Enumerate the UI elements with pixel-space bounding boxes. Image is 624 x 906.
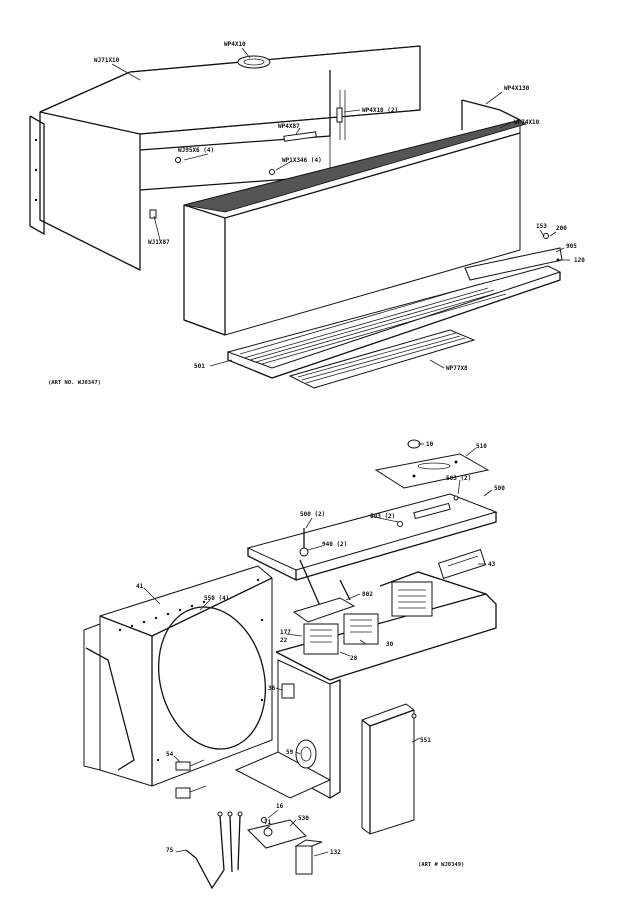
control-box — [234, 659, 341, 799]
part-label: WP4X10 (2) — [362, 107, 398, 114]
part-label: 500 — [494, 485, 505, 492]
part-label: 132 — [330, 849, 341, 856]
lower-leaders — [143, 443, 493, 857]
control-shelf — [246, 493, 498, 607]
lower-labels: 10 510 500 503 (2) 503 (2) 500 (2) 940 (… — [136, 441, 505, 868]
part-label: 22 — [280, 637, 288, 644]
access-door — [361, 703, 417, 835]
part-label: 510 — [476, 443, 487, 450]
part-label: WP4X130 — [504, 85, 530, 92]
upper-assembly: WJ71X10 WP4X10 WP4X10 (2) WP4X87 WJ95X6 … — [29, 41, 585, 389]
part-label: WP4X87 — [278, 123, 300, 130]
part-label: 41 — [136, 583, 144, 590]
part-label: 71 — [264, 819, 272, 826]
part-label: 200 — [556, 225, 567, 232]
fan-shroud — [83, 565, 273, 787]
part-label: WJ71X10 — [94, 57, 120, 64]
part-label: WP74X10 — [514, 119, 540, 126]
part-label: 177 — [280, 629, 291, 636]
part-label: 550 (4) — [204, 595, 229, 602]
part-label: 28 — [350, 655, 358, 662]
part-label: 501 — [194, 363, 205, 370]
art-number-caption: (ART NO. WJ0347) — [48, 380, 101, 386]
bottom-grille — [226, 233, 570, 389]
part-label: 802 — [362, 591, 373, 598]
part-label: 59 — [286, 749, 294, 756]
part-label: 551 — [420, 737, 431, 744]
part-label: 43 — [488, 561, 496, 568]
cabinet-sleeve — [29, 45, 421, 271]
part-label: 503 (2) — [446, 475, 471, 482]
part-label: 36 — [268, 685, 276, 692]
lower-assembly: 10 510 500 503 (2) 503 (2) 500 (2) 940 (… — [83, 439, 505, 890]
part-label: WP4X10 — [224, 41, 246, 48]
part-label: 120 — [574, 257, 585, 264]
art-number-caption: (ART # WJ0349) — [418, 862, 464, 868]
part-label: 10 — [426, 441, 434, 448]
front-cover-panel — [183, 99, 527, 336]
part-label: 30 — [386, 641, 394, 648]
small-parts — [175, 759, 207, 799]
part-label: 940 (2) — [322, 541, 347, 548]
terminal-block — [437, 548, 487, 580]
part-label: 905 — [566, 243, 577, 250]
power-cord — [185, 811, 243, 890]
part-label: WJ95X6 (4) — [178, 147, 214, 154]
part-label: 153 — [536, 223, 547, 230]
part-label: 530 — [298, 815, 309, 822]
part-label: 75 — [166, 847, 174, 854]
part-label: WP1X346 (4) — [282, 157, 322, 164]
part-label: 503 (2) — [370, 513, 395, 520]
part-label: 500 (2) — [300, 511, 325, 518]
upper-labels: WJ71X10 WP4X10 WP4X10 (2) WP4X87 WJ95X6 … — [48, 41, 585, 386]
part-label: 16 — [276, 803, 284, 810]
upper-leaders — [111, 47, 565, 369]
part-label: 54 — [166, 751, 174, 758]
base-pan — [275, 571, 497, 681]
part-label: WP77X8 — [446, 365, 468, 372]
part-label: WJ1X87 — [148, 239, 170, 246]
cord-bracket — [247, 817, 323, 875]
